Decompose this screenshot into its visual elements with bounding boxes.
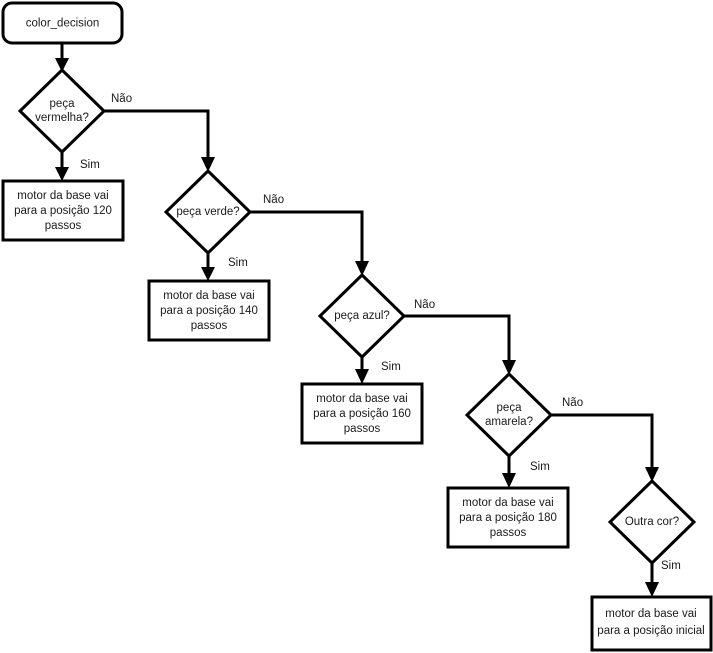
- node-process-posicao-160[interactable]: motor da base vai para a posição 160 pas…: [300, 382, 424, 445]
- node-process-posicao-180[interactable]: motor da base vai para a posição 180 pas…: [446, 486, 570, 549]
- process-160-label-line1: motor da base vai: [316, 393, 407, 405]
- node-process-posicao-inicial[interactable]: motor da base vai para a posição inicial: [590, 595, 713, 652]
- edge-azul-sim-to-process-160: [355, 357, 369, 384]
- node-decision-peca-azul[interactable]: peça azul?: [317, 272, 407, 360]
- edge-start-to-decision-vermelha: [55, 43, 69, 72]
- decision-verde-label: peça verde?: [176, 206, 239, 218]
- edge-label-amarela-sim: Sim: [530, 461, 550, 473]
- process-120-label-line2: para a posição 120: [14, 205, 112, 217]
- process-180-shape: [446, 486, 570, 549]
- edge-amarela-sim-to-process-180: [502, 456, 516, 488]
- process-140-label-line3: passos: [191, 320, 228, 332]
- decision-amarela-shape: [464, 371, 554, 459]
- process-180-label-line2: para a posição 180: [459, 512, 557, 524]
- edge-label-verde-nao: Não: [263, 194, 284, 206]
- process-140-label-line1: motor da base vai: [163, 290, 254, 302]
- edge-label-azul-sim: Sim: [381, 361, 401, 373]
- start-node-shape: [1, 1, 124, 45]
- edge-label-verde-sim: Sim: [228, 257, 248, 269]
- decision-azul-label: peça azul?: [334, 310, 390, 322]
- process-140-shape: [147, 279, 271, 342]
- process-120-label-line1: motor da base vai: [17, 190, 108, 202]
- decision-amarela-label-line2: amarela?: [485, 416, 533, 428]
- node-process-posicao-140[interactable]: motor da base vai para a posição 140 pas…: [147, 279, 271, 342]
- edge-vermelha-sim-to-process-120: [55, 152, 69, 181]
- edge-label-azul-nao: Não: [414, 299, 435, 311]
- node-start-color-decision[interactable]: color_decision: [1, 1, 124, 45]
- process-160-label-line3: passos: [344, 423, 381, 435]
- node-decision-outra-cor[interactable]: Outra cor?: [607, 478, 697, 566]
- decision-verde-shape: [163, 168, 253, 256]
- decision-outra-cor-shape: [607, 478, 697, 566]
- node-process-posicao-120[interactable]: motor da base vai para a posição 120 pas…: [1, 179, 125, 242]
- process-160-label-line2: para a posição 160: [313, 408, 411, 420]
- node-decision-peca-amarela[interactable]: peça amarela?: [464, 371, 554, 459]
- decision-amarela-label-line1: peça: [497, 402, 523, 414]
- start-node-label: color_decision: [26, 18, 100, 30]
- decision-outra-cor-label: Outra cor?: [625, 516, 679, 528]
- process-inicial-shape: [590, 595, 713, 652]
- edge-amarela-nao-to-decision-outra-cor: [551, 413, 659, 482]
- process-160-shape: [300, 382, 424, 445]
- edge-label-outra-cor-sim: Sim: [661, 560, 681, 572]
- node-decision-peca-verde[interactable]: peça verde?: [163, 168, 253, 256]
- edge-outra-cor-sim-to-process-inicial: [645, 563, 659, 597]
- edge-label-amarela-nao: Não: [562, 397, 583, 409]
- edge-label-vermelha-nao: Não: [111, 93, 132, 105]
- edge-label-vermelha-sim: Sim: [80, 159, 100, 171]
- process-180-label-line3: passos: [490, 527, 527, 539]
- node-decision-peca-vermelha[interactable]: peça vermelha?: [17, 67, 107, 155]
- edge-azul-nao-to-decision-amarela: [404, 314, 516, 375]
- edge-vermelha-nao-to-decision-verde: [104, 109, 215, 172]
- decision-vermelha-label-line2: vermelha?: [35, 112, 89, 124]
- process-inicial-label-line2: para a posição inicial: [597, 625, 704, 637]
- process-120-label-line3: passos: [45, 220, 82, 232]
- process-120-shape: [1, 179, 125, 242]
- process-inicial-label-line1: motor da base vai: [605, 608, 696, 620]
- process-180-label-line1: motor da base vai: [462, 497, 553, 509]
- process-140-label-line2: para a posição 140: [160, 305, 258, 317]
- edge-verde-nao-to-decision-azul: [250, 210, 369, 276]
- decision-vermelha-label-line1: peça: [50, 98, 76, 110]
- edge-verde-sim-to-process-140: [201, 253, 215, 281]
- decision-vermelha-shape: [17, 67, 107, 155]
- decision-azul-shape: [317, 272, 407, 360]
